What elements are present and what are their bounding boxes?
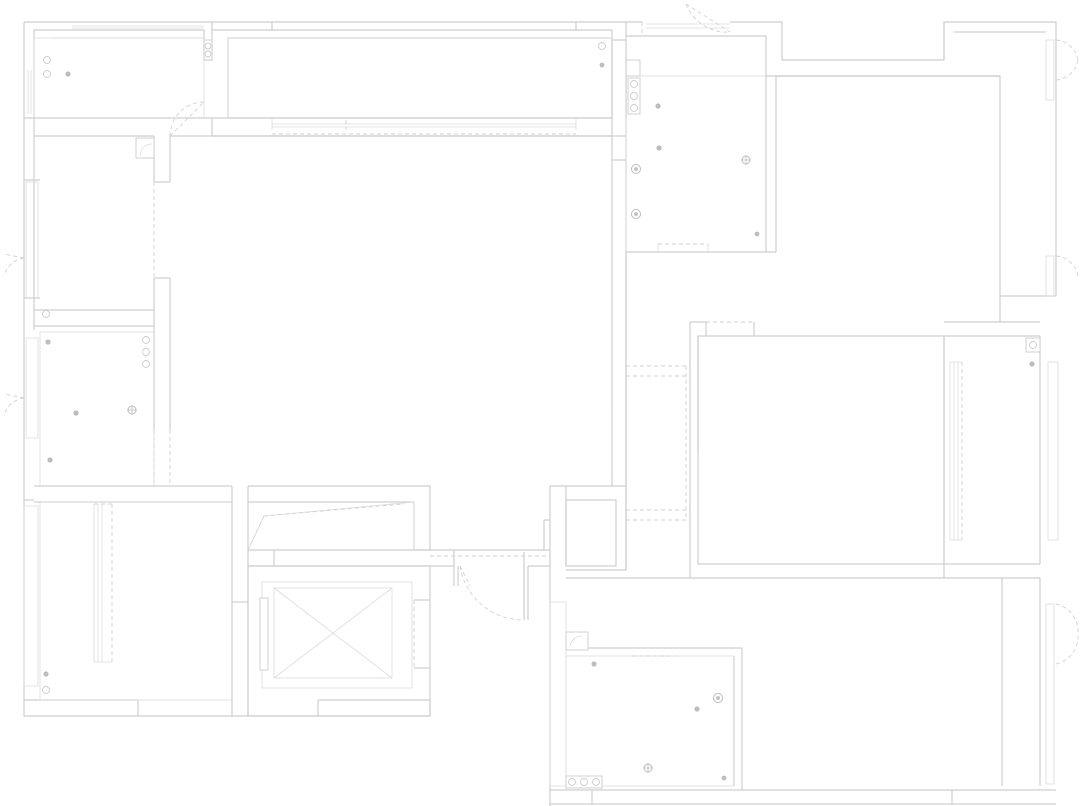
ceiling-light-dot	[591, 661, 597, 667]
ceiling-light-dot	[655, 103, 661, 109]
room-upper-right-bath	[625, 3, 777, 253]
downlight-ring	[631, 164, 641, 174]
room-right-middle	[685, 296, 1059, 579]
exhaust-fan-cross	[643, 763, 653, 773]
ceiling-light-dot	[599, 62, 605, 68]
right-edge-openings	[1045, 39, 1079, 785]
ceiling-light-dot	[656, 145, 662, 151]
ceiling-light-dot	[754, 231, 760, 237]
room-lower-left	[23, 486, 249, 716]
window-bay-top	[211, 37, 613, 137]
downlight-ring	[631, 209, 641, 219]
connector-walls	[611, 40, 1000, 161]
room-left-upper	[3, 117, 212, 327]
room-top-left	[27, 25, 213, 119]
room-central-living	[170, 118, 627, 550]
ceiling-light-dot	[47, 457, 53, 463]
room-left-middle	[3, 278, 232, 503]
outer-walls-west	[23, 21, 431, 717]
elevator-shaft	[247, 565, 431, 717]
ceiling-light-dot	[65, 71, 71, 77]
downlight-ring	[713, 693, 723, 703]
exhaust-fan-cross	[741, 155, 751, 165]
room-central-kitchen	[247, 485, 550, 567]
room-lower-right-bath	[565, 631, 743, 790]
exhaust-fan-cross	[127, 405, 137, 415]
ceiling-light-dot	[43, 671, 49, 677]
door-swing-top-left	[169, 101, 205, 137]
ceiling-light-dot	[721, 775, 727, 781]
room-lower-right	[543, 486, 1056, 806]
ceiling-light-dot	[73, 410, 79, 416]
ceiling-light-dot	[1029, 361, 1035, 367]
door-swing-entry	[430, 550, 550, 621]
ceiling-light-dot	[694, 706, 700, 712]
ceiling-light-dot	[45, 339, 51, 345]
